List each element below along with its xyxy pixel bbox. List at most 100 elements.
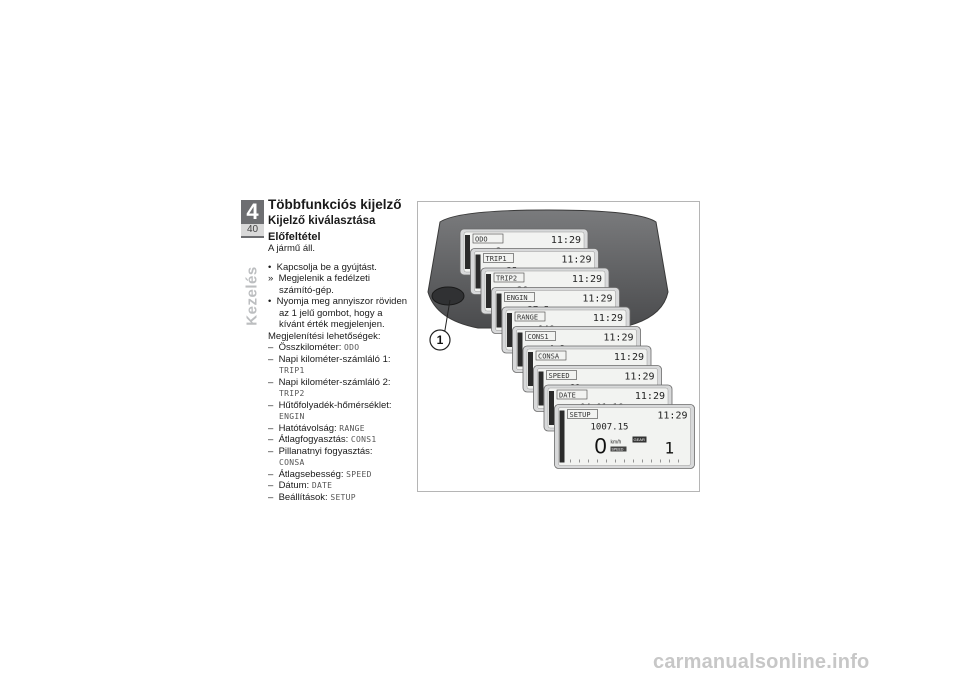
display-option: – Napi kilométer-számláló 1:TRIP1	[268, 354, 408, 377]
code-box	[493, 272, 525, 283]
chapter-number: 4	[246, 199, 259, 224]
option-label: Átlagsebesség:	[278, 468, 344, 480]
option-label: Összkilométer:	[278, 342, 342, 353]
step-item: • Nyomja meg annyiszor röviden az 1 jelű…	[268, 296, 408, 331]
step-text: Kapcsolja be a gyújtást.	[276, 261, 377, 273]
display-code: RANGE	[517, 314, 538, 322]
gear-value: 1	[665, 439, 675, 458]
tachometer-bar	[465, 235, 470, 269]
option-code: RANGE	[339, 423, 365, 433]
step-item: » Megjelenik a fedélzeti számító-gép.	[268, 273, 408, 296]
display-time: 11:29	[593, 313, 623, 324]
display-option: – Beállítások: SETUP	[268, 491, 356, 503]
option-label: Átlagfogyasztás:	[278, 434, 349, 445]
code-box	[525, 331, 556, 341]
callout-circle	[429, 329, 451, 351]
speed-value: 0	[595, 434, 607, 459]
gear-label: GEAR	[634, 437, 645, 442]
display-code: SETUP	[570, 411, 591, 419]
display-option: – Dátum: DATE	[268, 480, 333, 491]
tachometer-bar	[549, 391, 554, 425]
option-code: TRIP2	[279, 389, 305, 398]
multifunction-button	[431, 286, 465, 306]
tachometer-bar	[486, 274, 491, 308]
code-box	[472, 233, 504, 244]
tachometer-bar	[528, 352, 533, 386]
display-option: – Napi kilométer-számláló 2:TRIP2	[268, 377, 408, 400]
main-text: Többfunkciós kijelző Kijelző kiválasztás…	[268, 197, 408, 503]
prereq-text: A jármű áll.	[268, 243, 315, 254]
display-time: 11:29	[603, 333, 633, 344]
watermark: carmanualsonline.info	[653, 651, 870, 673]
tachometer-bar	[496, 293, 502, 328]
display-option: – Átlagfogyasztás: CONS1	[268, 434, 377, 445]
option-label: Napi kilométer-számláló 1:	[278, 353, 391, 365]
options-heading: Megjelenítési lehetőségek:	[268, 330, 381, 342]
display-time: 11:29	[561, 255, 591, 266]
display-value: 1007.15	[591, 423, 629, 433]
display-time: 11:29	[614, 352, 644, 363]
step-marker: •	[268, 261, 272, 273]
code-box	[546, 370, 577, 380]
step-text: Nyomja meg annyiszor röviden az 1 jelű g…	[276, 296, 408, 330]
display-code: ENGIN	[507, 294, 528, 302]
code-box	[556, 389, 588, 400]
code-box	[514, 311, 546, 322]
option-label: Beállítások:	[278, 491, 328, 503]
display-option: – Pillanatnyi fogyasztás:CONSA	[268, 446, 408, 469]
dashboard-illustration: 1 ODO11:293TRIP111:2935TRIP211:2926ENGIN…	[427, 209, 695, 469]
display-time: 11:29	[551, 235, 581, 246]
display-option: – Hűtőfolyadék-hőmérséklet:ENGIN	[268, 400, 408, 423]
display-code: CONSA	[538, 353, 560, 361]
display-screen	[558, 407, 691, 466]
tachometer-bar	[475, 254, 481, 289]
display-code: TRIP2	[496, 275, 517, 283]
code-box	[567, 409, 598, 419]
option-label: Dátum:	[278, 480, 310, 491]
option-label: Pillanatnyi fogyasztás:	[278, 445, 373, 457]
option-code: DATE	[311, 481, 333, 490]
display-stack: ODO11:293TRIP111:2935TRIP211:2926ENGIN11…	[459, 228, 695, 469]
tachometer-bar	[559, 410, 565, 463]
display-time: 11:29	[635, 391, 665, 402]
display-code: TRIP1	[486, 255, 507, 263]
option-label: Hűtőfolyadék-hőmérséklet:	[278, 399, 392, 411]
option-code: ODO	[344, 343, 360, 352]
display-time: 11:29	[624, 372, 654, 383]
tachometer-bar	[517, 332, 523, 367]
display-time: 11:29	[657, 411, 687, 422]
callout-number: 1	[437, 333, 444, 347]
option-code: SETUP	[330, 492, 356, 502]
display-code: SPEED	[549, 372, 570, 380]
code-box	[483, 253, 514, 263]
page-number: 40	[241, 224, 264, 236]
section-title: Többfunkciós kijelző	[268, 197, 402, 212]
tachometer-bar	[538, 371, 544, 406]
step-marker: •	[268, 296, 272, 307]
display-code: CONS1	[528, 333, 549, 341]
step-text: Megjelenik a fedélzeti számító-gép.	[278, 273, 370, 296]
display-option: – Hatótávolság: RANGE	[268, 422, 365, 434]
option-code: TRIP1	[279, 366, 305, 375]
display-code: DATE	[559, 392, 576, 400]
step-marker: »	[268, 273, 274, 284]
display-code: ODO	[475, 236, 488, 244]
code-box	[504, 292, 535, 302]
dashboard-figure: 1 ODO11:293TRIP111:2935TRIP211:2926ENGIN…	[417, 201, 700, 492]
section-subtitle: Kijelző kiválasztása	[268, 215, 376, 227]
display-option: – Összkilométer: ODO	[268, 342, 360, 353]
tachometer-bar	[507, 313, 512, 347]
display-option: – Átlagsebesség: SPEED	[268, 468, 372, 480]
option-code: CONS1	[350, 435, 377, 444]
options-list: – Összkilométer: ODO– Napi kilométer-szá…	[268, 342, 408, 503]
prereq-heading: Előfeltétel	[268, 231, 321, 243]
display-time: 11:29	[572, 274, 602, 285]
option-label: Hatótávolság:	[278, 422, 337, 434]
option-code: CONSA	[279, 458, 305, 467]
option-code: ENGIN	[279, 412, 305, 421]
riding-mode: SPEED	[612, 448, 624, 452]
code-box	[535, 350, 567, 361]
option-code: SPEED	[346, 469, 372, 479]
option-label: Napi kilométer-számláló 2:	[278, 376, 391, 388]
